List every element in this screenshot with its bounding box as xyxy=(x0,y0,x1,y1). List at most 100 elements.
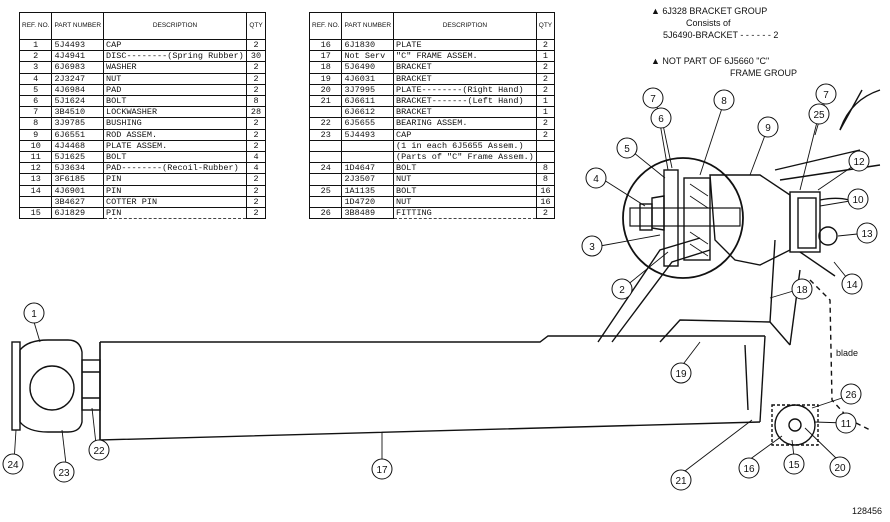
ref-cell: 25 xyxy=(308,184,343,197)
svg-text:6: 6 xyxy=(658,114,664,125)
qty-cell: 2 xyxy=(246,83,266,97)
callout-7a: 7 xyxy=(642,87,664,109)
qty-cell: 2 xyxy=(535,38,556,52)
qty-cell: 2 xyxy=(535,72,556,85)
qty-cell: 2 xyxy=(246,72,266,85)
callout-25: 25 xyxy=(808,103,830,125)
ref-cell: 10 xyxy=(18,139,53,153)
svg-text:11: 11 xyxy=(841,419,852,430)
part-cell: 6J5655 xyxy=(341,117,395,130)
svg-text:7: 7 xyxy=(823,90,829,101)
ref-cell: 3 xyxy=(18,61,53,74)
callout-9: 9 xyxy=(757,116,779,138)
part-cell: 3F6185 xyxy=(51,173,105,186)
qty-cell: 2 xyxy=(535,61,556,74)
svg-text:13: 13 xyxy=(861,229,873,240)
part-cell: 3B4627 xyxy=(51,195,105,209)
ref-cell: 6 xyxy=(18,95,53,108)
qty-cell: 2 xyxy=(246,173,266,186)
svg-text:26: 26 xyxy=(845,390,857,401)
note-bracket-group: ▲ 6J328 BRACKET GROUP xyxy=(651,6,768,16)
callout-15: 15 xyxy=(783,453,805,475)
ref-cell: 17 xyxy=(308,50,343,63)
callout-16: 16 xyxy=(738,457,760,479)
part-cell: 4J6901 xyxy=(51,184,105,197)
qty-cell: 30 xyxy=(246,50,266,63)
svg-text:23: 23 xyxy=(58,468,70,479)
qty-cell: 2 xyxy=(246,61,266,74)
qty-cell: 8 xyxy=(535,173,556,186)
qty-cell: 2 xyxy=(246,128,266,141)
ref-cell: 2 xyxy=(18,50,53,63)
svg-text:12: 12 xyxy=(853,157,865,168)
part-cell: 5J3634 xyxy=(51,162,105,175)
part-cell: 6J6612 xyxy=(341,106,395,119)
qty-cell: 4 xyxy=(246,151,266,164)
note-frame-group: FRAME GROUP xyxy=(730,68,798,78)
part-cell: 5J4493 xyxy=(51,38,105,52)
callout-2: 2 xyxy=(611,278,633,300)
qty-cell: 2 xyxy=(246,139,266,153)
callout-19: 19 xyxy=(670,362,692,384)
qty-cell: 2 xyxy=(246,195,266,209)
desc-cell: BRACKET-------(Left Hand) xyxy=(393,95,537,108)
part-cell: 3J9785 xyxy=(51,117,105,130)
ref-cell: 12 xyxy=(18,162,53,175)
callout-6: 6 xyxy=(650,107,672,129)
svg-text:15: 15 xyxy=(788,460,800,471)
callout-23: 23 xyxy=(53,461,75,483)
ref-cell: 8 xyxy=(18,117,53,130)
qty-cell: 2 xyxy=(535,117,556,130)
part-cell: 5J4493 xyxy=(341,128,395,141)
callout-3: 3 xyxy=(581,235,603,257)
svg-text:25: 25 xyxy=(813,110,825,121)
ref-cell: 24 xyxy=(308,162,343,175)
callout-24: 24 xyxy=(2,453,24,475)
qty-cell: 2 xyxy=(535,83,556,97)
callout-4: 4 xyxy=(585,167,607,189)
svg-text:7: 7 xyxy=(650,94,656,105)
part-cell: 1A1135 xyxy=(341,184,395,197)
part-cell: 6J1830 xyxy=(341,38,395,52)
note-consists-of: Consists of xyxy=(686,18,731,28)
callout-13: 13 xyxy=(856,222,878,244)
qty-cell: 2 xyxy=(535,128,556,141)
svg-text:22: 22 xyxy=(93,446,105,457)
ref-cell: 23 xyxy=(308,128,343,141)
header-ref: REF. NO. xyxy=(18,12,53,40)
svg-text:8: 8 xyxy=(721,96,727,107)
qty-cell: 1 xyxy=(535,50,556,63)
callout-5: 5 xyxy=(616,137,638,159)
figure-number: 128456 xyxy=(851,506,882,516)
callout-10: 10 xyxy=(847,188,869,210)
blade-label: blade xyxy=(836,348,859,358)
callout-26: 26 xyxy=(840,383,862,405)
part-cell: 4J6031 xyxy=(341,72,395,85)
part-cell: 5J6490 xyxy=(341,61,395,74)
ref-cell: 13 xyxy=(18,173,53,186)
ref-cell: 15 xyxy=(18,207,53,220)
ref-cell: 26 xyxy=(308,207,343,220)
ref-cell: 7 xyxy=(18,106,53,119)
ref-cell: 18 xyxy=(308,61,343,74)
callout-12: 12 xyxy=(848,150,870,172)
ref-cell: 21 xyxy=(308,95,343,108)
svg-text:2: 2 xyxy=(619,285,625,296)
note-not-part: ▲ NOT PART OF 6J5660 "C" xyxy=(651,56,770,66)
qty-cell: 2 xyxy=(246,117,266,130)
part-cell: 1D4647 xyxy=(341,162,395,175)
